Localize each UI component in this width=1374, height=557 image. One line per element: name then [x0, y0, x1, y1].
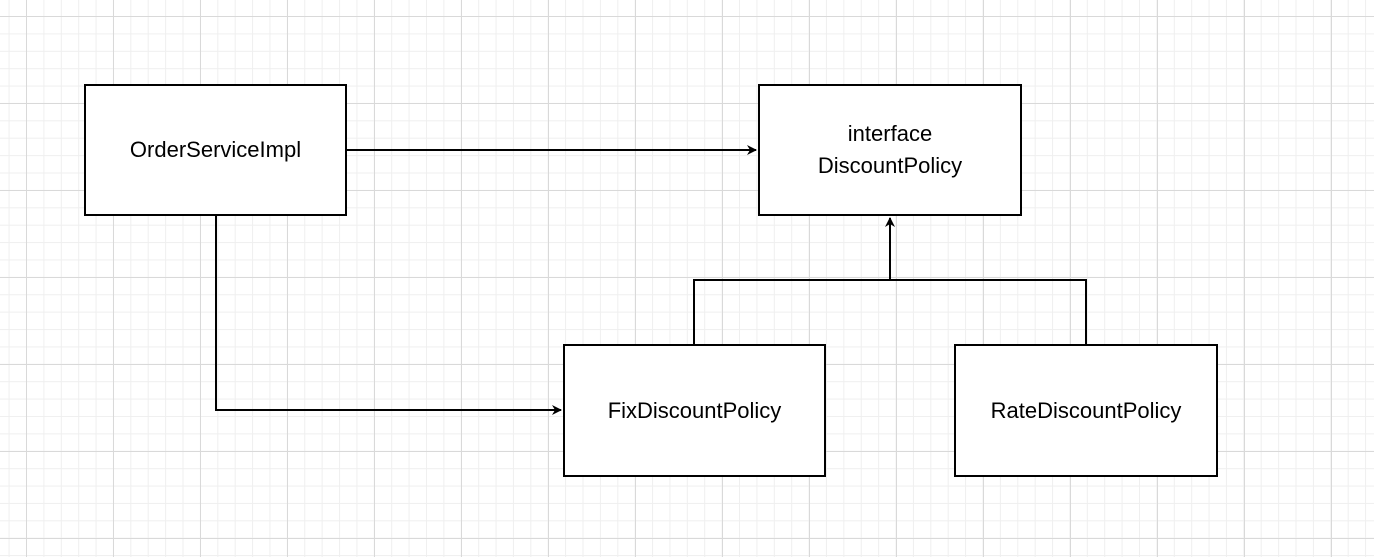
node-rate-discount-policy[interactable]: RateDiscountPolicy	[954, 344, 1218, 477]
edge-fix-to-junction	[693, 279, 890, 344]
node-rate-discount-policy-label: RateDiscountPolicy	[990, 397, 1182, 423]
node-fix-discount-policy-label: FixDiscountPolicy	[607, 397, 782, 423]
node-interface-name: DiscountPolicy	[817, 153, 963, 178]
node-discount-policy-interface[interactable]: interface DiscountPolicy	[758, 84, 1022, 216]
node-interface-stereotype: interface	[847, 121, 933, 146]
node-fix-discount-policy[interactable]: FixDiscountPolicy	[563, 344, 826, 477]
edge-order-to-fix	[215, 216, 562, 415]
edge-rate-to-junction	[890, 279, 1087, 344]
node-order-service-impl[interactable]: OrderServiceImpl	[84, 84, 347, 216]
node-order-service-impl-label: OrderServiceImpl	[129, 137, 302, 162]
